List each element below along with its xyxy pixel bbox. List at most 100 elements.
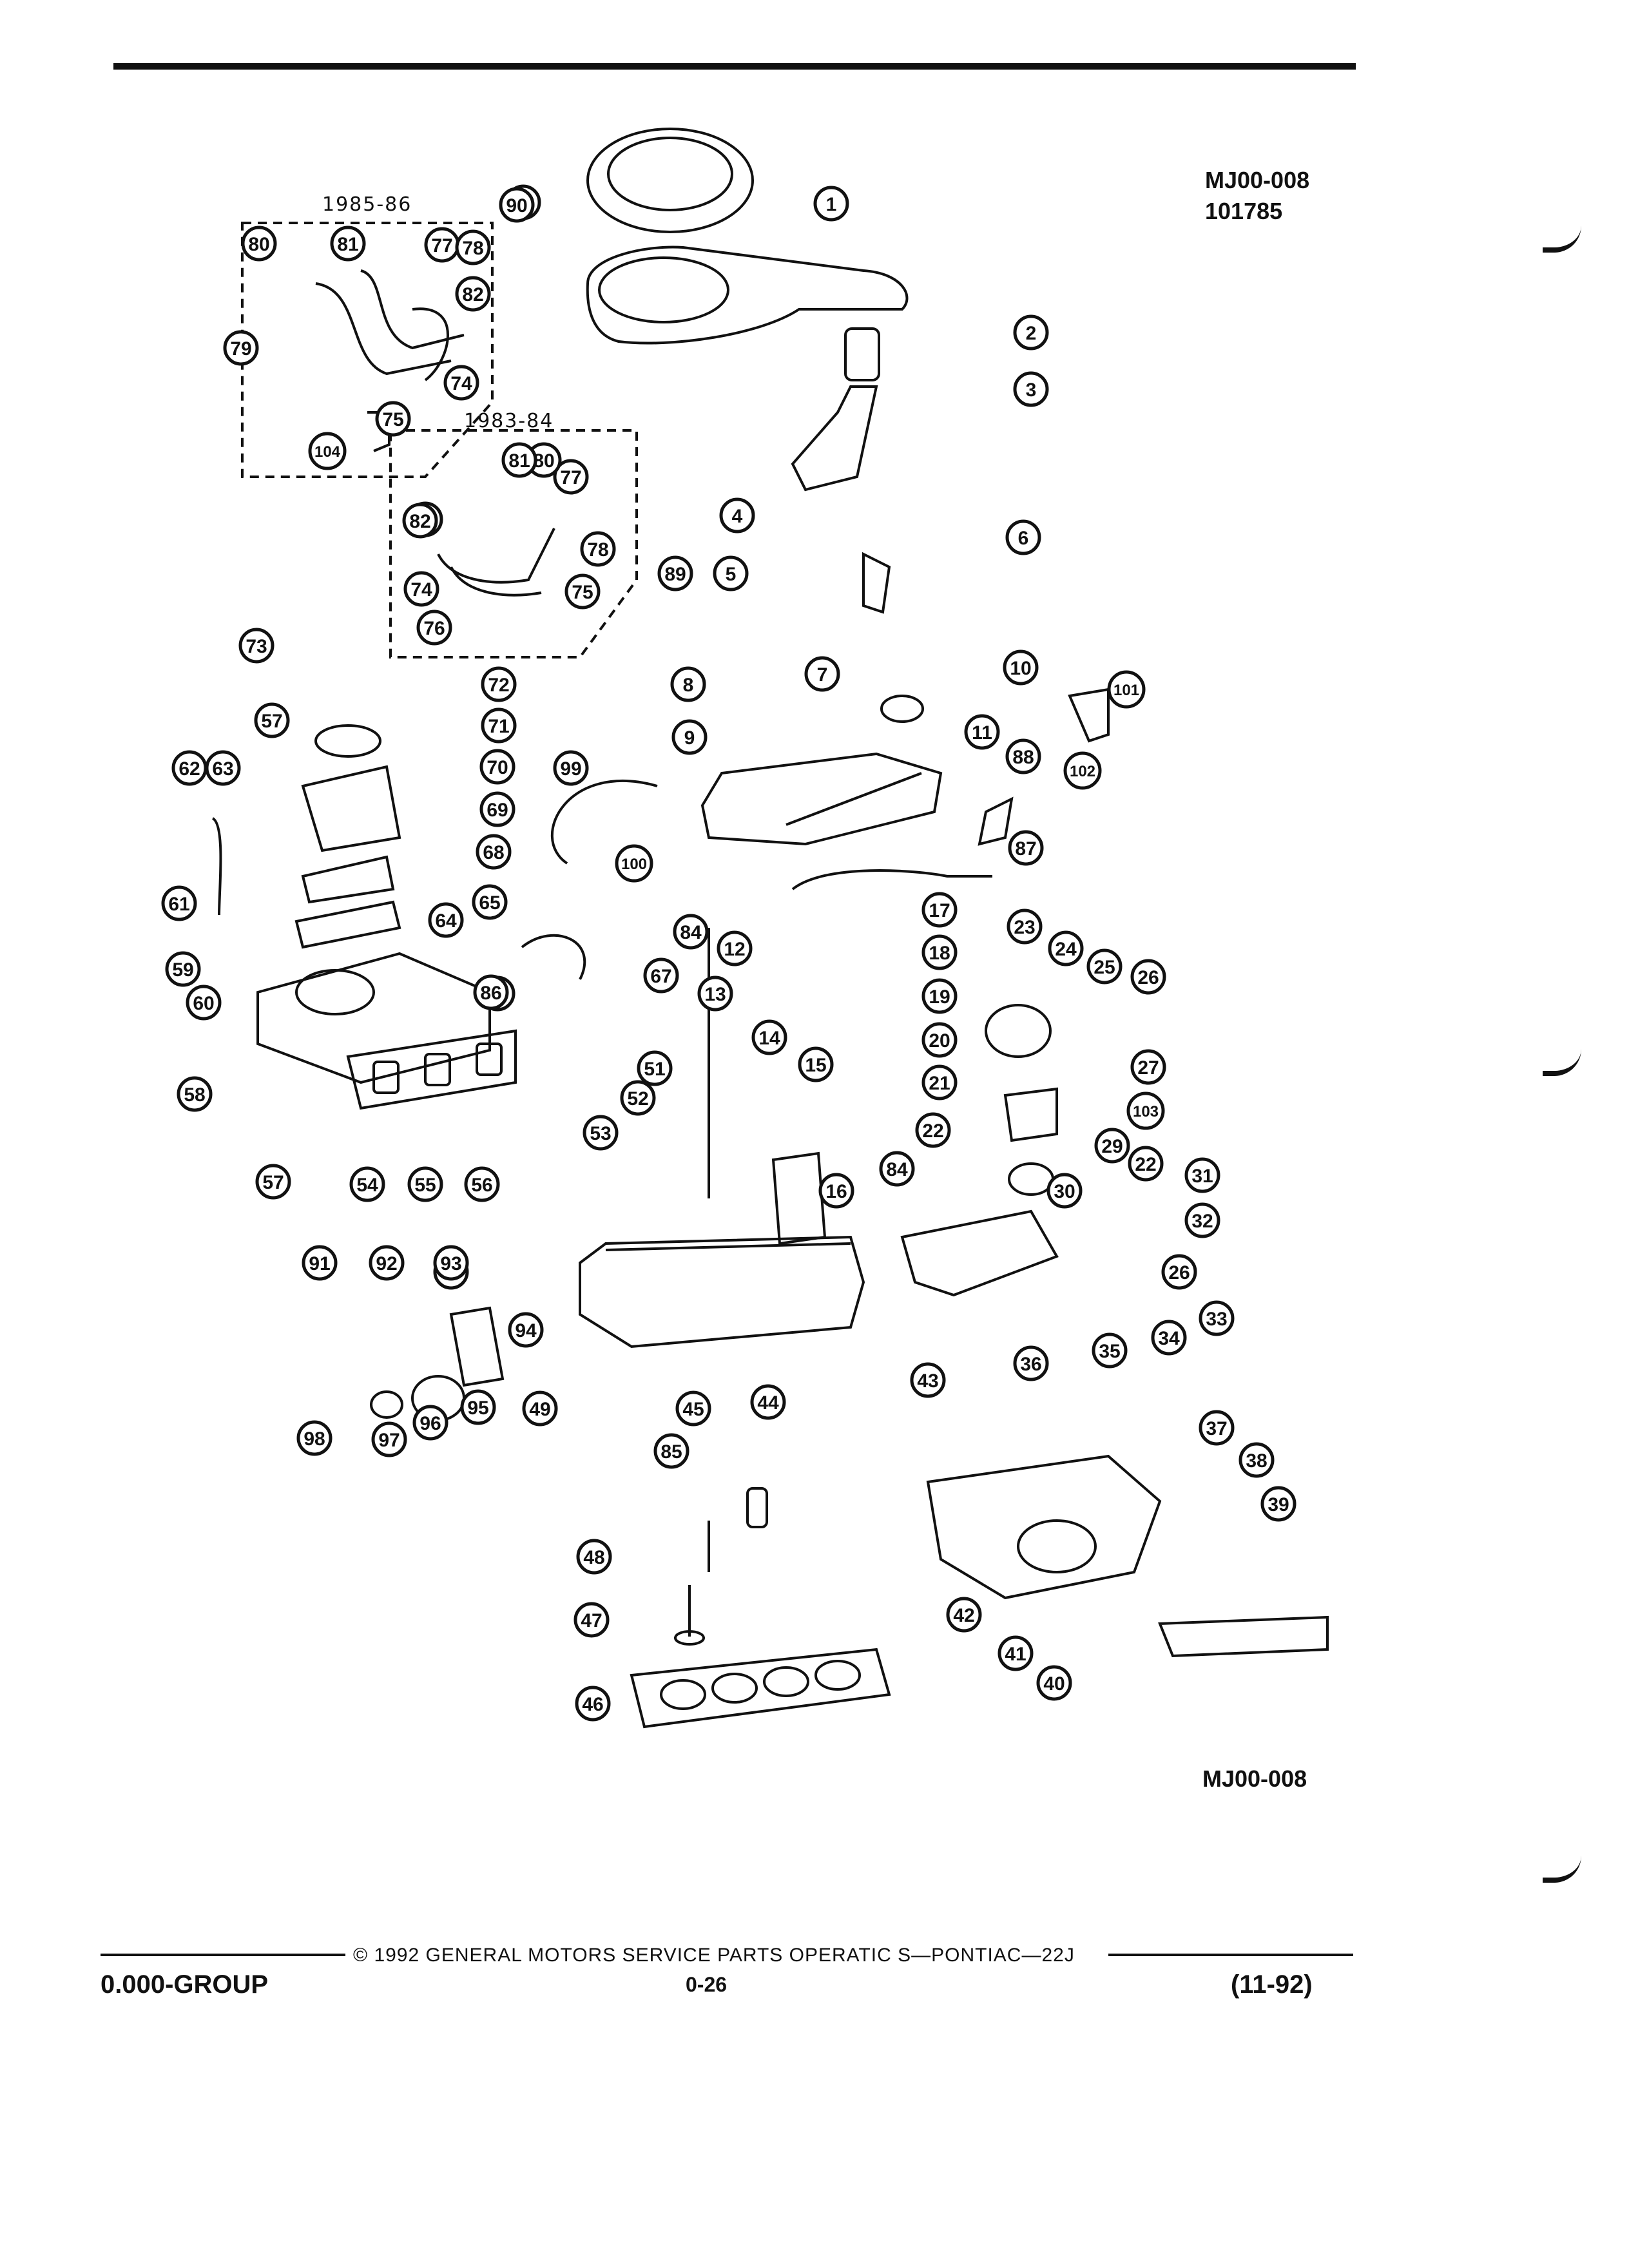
callout-number: 77 — [431, 235, 452, 256]
vacuum-pipe-a — [315, 282, 452, 376]
callout-number: 74 — [450, 373, 472, 394]
callout-circle — [522, 1390, 558, 1427]
callout-number: 54 — [356, 1175, 378, 1196]
thermostat-housing — [1003, 1087, 1058, 1142]
callout-circle — [476, 834, 512, 870]
callout-number: 84 — [886, 1159, 908, 1180]
callout-circle — [615, 844, 653, 883]
flange-72 — [314, 724, 381, 758]
callout-circle — [1005, 519, 1041, 555]
callout-circle — [818, 1173, 854, 1209]
callout-number: 23 — [1014, 917, 1035, 938]
callout-8: 8 — [670, 666, 706, 702]
callout-circle — [1086, 948, 1123, 985]
callout-30: 30 — [1046, 1173, 1083, 1209]
callout-number: 63 — [212, 758, 233, 780]
callout-82: 82 — [455, 276, 491, 312]
callout-circle — [964, 714, 1000, 750]
callout-38: 38 — [1239, 1442, 1275, 1478]
callout-44: 44 — [750, 1384, 786, 1420]
callout-circle — [921, 1022, 958, 1058]
vacuum-pipe-e — [450, 566, 542, 597]
callout-number: 97 — [378, 1430, 400, 1451]
callout-102: 102 — [1063, 751, 1102, 790]
callout-22: 22 — [1128, 1146, 1164, 1182]
callout-number: 72 — [488, 675, 509, 696]
callout-79: 79 — [223, 330, 259, 366]
pcv-elbow — [1068, 687, 1110, 743]
callout-60: 60 — [186, 985, 222, 1021]
callout-72: 72 — [481, 666, 517, 702]
callout-78: 78 — [455, 229, 491, 265]
callout-93: 93 — [433, 1245, 469, 1281]
callout-circle — [1005, 738, 1041, 774]
callout-circle — [186, 985, 222, 1021]
callout-29: 29 — [1094, 1128, 1130, 1164]
callout-number: 55 — [414, 1175, 436, 1196]
callout-circle — [713, 555, 749, 591]
callout-circle — [798, 1046, 834, 1082]
callout-circle — [1199, 1300, 1235, 1336]
callout-circle — [479, 791, 516, 827]
vacuum-hose — [550, 780, 658, 865]
callout-number: 61 — [168, 894, 189, 915]
callout-number: 58 — [184, 1084, 205, 1106]
footer-date: (11-92) — [1231, 1970, 1313, 1999]
callout-circle — [455, 276, 491, 312]
callout-number: 40 — [1043, 1673, 1065, 1695]
callout-circle — [371, 1421, 407, 1457]
callout-circle — [813, 186, 849, 222]
callout-circle — [223, 330, 259, 366]
callout-number: 4 — [732, 506, 743, 527]
callout-number: 79 — [230, 338, 251, 360]
callout-number: 19 — [929, 986, 950, 1008]
callout-65: 65 — [472, 884, 508, 920]
callout-circle — [804, 656, 840, 692]
fuel-pipe-62 — [211, 817, 222, 916]
callout-number: 31 — [1191, 1166, 1213, 1187]
cylinder-head — [579, 1235, 865, 1349]
callout-number: 46 — [582, 1694, 603, 1715]
callout-circle — [1013, 371, 1049, 407]
figure-code-top: MJ00-008 — [1205, 167, 1310, 193]
callout-circle — [1128, 1146, 1164, 1182]
callout-22: 22 — [915, 1112, 951, 1148]
callout-number: 70 — [487, 757, 508, 778]
callout-circle — [481, 666, 517, 702]
year-label-1983-84: 1983-84 — [464, 410, 554, 432]
intake-manifold — [256, 952, 491, 1084]
callout-10: 10 — [1003, 649, 1039, 686]
exhaust-manifold — [926, 1454, 1162, 1600]
callout-circle — [508, 1312, 544, 1348]
callout-number: 56 — [471, 1175, 492, 1196]
callout-number: 57 — [261, 711, 282, 732]
callout-90: 90 — [499, 187, 535, 223]
callout-number: 22 — [1135, 1154, 1156, 1175]
callout-circle — [481, 707, 517, 744]
callout-circle — [697, 975, 733, 1012]
callout-circle — [553, 750, 589, 786]
vacuum-pipe-c — [412, 307, 449, 381]
callout-71: 71 — [481, 707, 517, 744]
figure-code-bottom: MJ00-008 — [1202, 1765, 1307, 1792]
margin-mark-3 — [1543, 1856, 1581, 1883]
callout-circle — [472, 884, 508, 920]
callout-87: 87 — [1008, 830, 1044, 866]
callout-number: 11 — [972, 722, 992, 744]
callout-number: 8 — [683, 675, 694, 696]
callout-number: 69 — [487, 800, 508, 821]
callout-circle — [719, 497, 755, 533]
callout-56: 56 — [464, 1166, 500, 1202]
callout-43: 43 — [910, 1362, 946, 1398]
callout-number: 98 — [304, 1428, 325, 1450]
callout-70: 70 — [479, 749, 516, 785]
callout-78: 78 — [580, 531, 616, 567]
callout-circle — [637, 1050, 673, 1086]
callout-number: 49 — [529, 1399, 550, 1420]
parts-drawing — [211, 128, 1329, 1729]
vacuum-pipe-d — [437, 528, 555, 584]
callout-number: 42 — [953, 1605, 974, 1626]
callout-number: 60 — [193, 993, 214, 1014]
valve-cover — [700, 752, 943, 846]
callout-6: 6 — [1005, 519, 1041, 555]
